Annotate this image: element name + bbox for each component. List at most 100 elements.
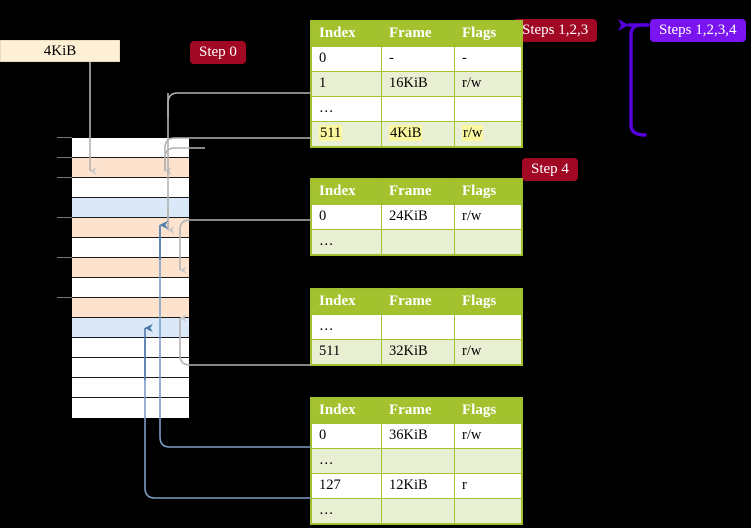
memory-row-8 [72, 298, 189, 318]
table-cell: - [381, 46, 455, 72]
column-header-index: Index [311, 398, 382, 424]
memory-row-2 [72, 178, 189, 198]
memory-size-box: 4KiB [0, 40, 120, 62]
memory-row-3 [72, 198, 189, 218]
column-header-flags: Flags [454, 179, 522, 205]
table-cell [381, 314, 455, 340]
table-cell [454, 314, 522, 340]
memory-row-0 [72, 138, 189, 158]
table-cell: r/w [454, 121, 522, 147]
table-row: … [311, 498, 522, 524]
table-cell: … [311, 314, 382, 340]
table-row: … [311, 314, 522, 340]
table-cell: r/w [454, 423, 522, 449]
table-cell: r/w [454, 339, 522, 365]
column-header-frame: Frame [381, 21, 455, 47]
table-row: … [311, 448, 522, 474]
badge-step-4: Step 4 [522, 158, 578, 181]
column-header-index: Index [311, 289, 382, 315]
table-cell: … [311, 229, 382, 255]
memory-row-1 [72, 158, 189, 178]
table-cell: 0 [311, 204, 382, 230]
table-cell: … [311, 448, 382, 474]
memory-tick-1 [57, 157, 72, 158]
table-cell: r/w [454, 71, 522, 97]
column-header-flags: Flags [454, 21, 522, 47]
table-row: … [311, 229, 522, 255]
table-row: 511 4KiB r/w [311, 121, 522, 147]
memory-tick-8 [57, 297, 72, 298]
table-cell [381, 448, 455, 474]
column-header-index: Index [311, 21, 382, 47]
badge-steps-123-label: Steps 1,2,3 [522, 22, 589, 38]
memory-tick-2 [57, 177, 72, 178]
badge-steps-123: Steps 1,2,3 [513, 19, 598, 42]
memory-row-11 [72, 358, 189, 378]
memory-tick-6 [57, 257, 72, 258]
memory-row-13 [72, 398, 189, 418]
table-cell: - [454, 46, 522, 72]
table-cell: r [454, 473, 522, 499]
table-cell: 0 [311, 423, 382, 449]
table-cell: 12KiB [381, 473, 455, 499]
column-header-flags: Flags [454, 398, 522, 424]
column-header-frame: Frame [381, 289, 455, 315]
table-cell: 511 [311, 339, 382, 365]
table-cell [381, 229, 455, 255]
badge-step-0: Step 0 [190, 41, 246, 64]
memory-row-10 [72, 338, 189, 358]
memory-row-9 [72, 318, 189, 338]
table-cell: r/w [454, 204, 522, 230]
table-cell: … [311, 96, 382, 122]
table-cell: 32KiB [381, 339, 455, 365]
wire-table1-row1-to-memory [167, 92, 311, 118]
badge-steps-1234-label: Steps 1,2,3,4 [659, 22, 737, 38]
table-cell [454, 448, 522, 474]
table-cell: 16KiB [381, 71, 455, 97]
table-cell: 24KiB [381, 204, 455, 230]
column-header-frame: Frame [381, 398, 455, 424]
memory-size-label: 4KiB [43, 43, 77, 59]
highlighted-value: 4KiB [389, 125, 423, 141]
table-cell [454, 229, 522, 255]
memory-tick-0 [57, 137, 72, 138]
physical-memory-column [71, 137, 190, 418]
wire-table3-to-memory [179, 314, 311, 366]
wire-table2-to-memory [179, 219, 311, 274]
table-cell: 127 [311, 473, 382, 499]
arrow-steps-bracket [629, 23, 650, 137]
table-cell: 1 [311, 71, 382, 97]
table-cell [381, 96, 455, 122]
table-cell: 511 [311, 121, 382, 147]
table-cell: 0 [311, 46, 382, 72]
table-cell [454, 96, 522, 122]
column-header-index: Index [311, 179, 382, 205]
memory-row-6 [72, 258, 189, 278]
table-cell: 36KiB [381, 423, 455, 449]
memory-row-12 [72, 378, 189, 398]
memory-row-5 [72, 238, 189, 258]
table-cell [381, 498, 455, 524]
memory-tick-4 [57, 217, 72, 218]
highlighted-value: 511 [319, 125, 343, 141]
badge-step-0-label: Step 0 [199, 44, 237, 60]
table-row: … [311, 96, 522, 122]
memory-row-7 [72, 278, 189, 298]
column-header-flags: Flags [454, 289, 522, 315]
column-header-frame: Frame [381, 179, 455, 205]
badge-steps-1234: Steps 1,2,3,4 [650, 19, 746, 42]
table-cell: 4KiB [381, 121, 455, 147]
table-cell [454, 498, 522, 524]
highlighted-value: r/w [462, 125, 484, 141]
table-row: 0-- [311, 46, 522, 72]
